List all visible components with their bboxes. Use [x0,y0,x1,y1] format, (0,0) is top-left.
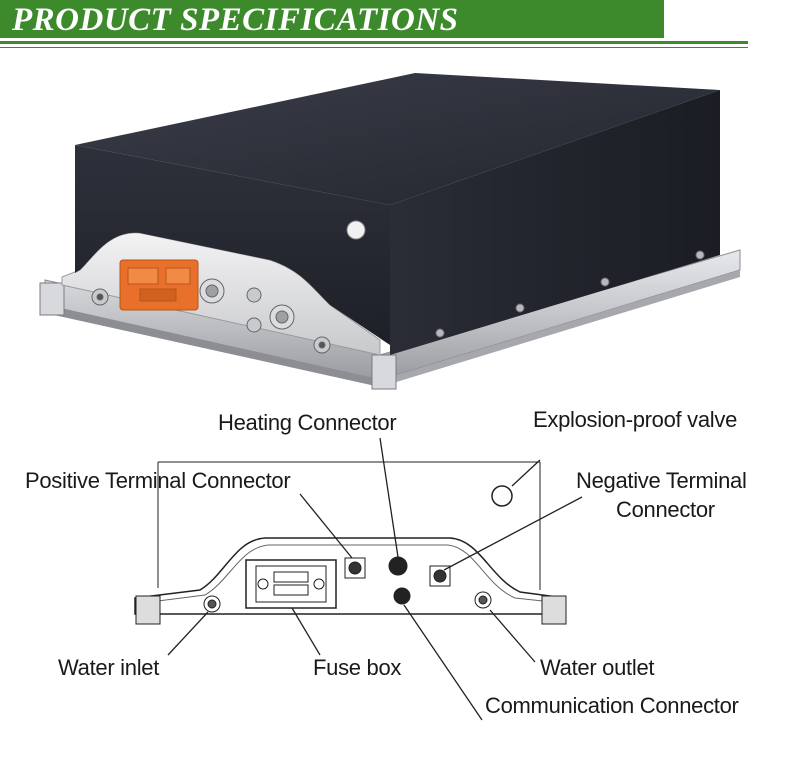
header-rule-thin [0,47,748,48]
label-explosion-proof-valve: Explosion-proof valve [533,407,738,432]
diagram-connectors [203,556,492,613]
end-plate-outline [134,537,566,615]
battery-front-face [75,145,390,345]
label-water-inlet: Water inlet [58,655,160,680]
callout-lines [167,437,583,721]
terminal-connectors [91,278,331,354]
label-positive-terminal-connector: Positive Terminal Connector [25,468,291,493]
explosion-proof-valve-icon [346,220,366,240]
label-water-outlet: Water outlet [540,655,655,680]
header-rule [0,41,748,44]
header-banner: PRODUCT SPECIFICATIONS [0,0,664,38]
orange-connector-icon [119,259,199,311]
label-heating-connector: Heating Connector [218,410,397,435]
end-brackets [135,595,567,625]
battery-side-face [390,90,720,355]
battery-pack-illustration [39,73,741,390]
page-title: PRODUCT SPECIFICATIONS [12,2,459,38]
valve-circle-icon [491,485,513,507]
side-bolts [435,250,705,338]
label-fuse-box: Fuse box [313,655,402,680]
battery-top-face [75,73,720,205]
fuse-box-icon [245,559,337,609]
label-negative-terminal-line1: Negative Terminal [576,468,747,493]
label-communication-connector: Communication Connector [485,693,739,718]
label-negative-terminal-line2: Connector [616,497,715,522]
end-plate-diagram [134,437,583,721]
